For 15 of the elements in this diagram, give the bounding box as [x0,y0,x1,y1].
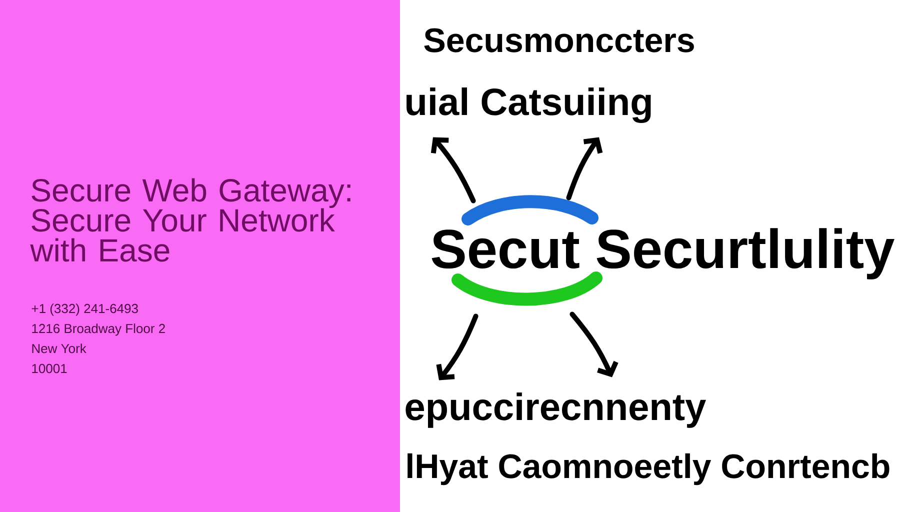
arrow [436,314,478,380]
arrow [566,137,603,200]
title: Secure Web Gateway: Secure Your Network with Ease [30,178,350,262]
street-address: 1216 Broadway Floor 2 [32,324,165,336]
central-heading: Secut Securtlulity [432,228,894,280]
arrow [570,312,618,378]
upper-arc [462,195,598,226]
arrow [430,137,476,204]
postal-code: 10001 [32,364,67,374]
city-name: New York [32,344,86,354]
heading-text: Secusmonccters [424,28,694,52]
caption-text: lHyat Caomnoeetly Conrtencb [408,453,890,486]
heading-text: epuccirecnnenty [406,392,706,428]
phone-number: +1 (332) 241-6493 [32,304,138,316]
heading-text: uial Catsuiing [406,87,651,124]
